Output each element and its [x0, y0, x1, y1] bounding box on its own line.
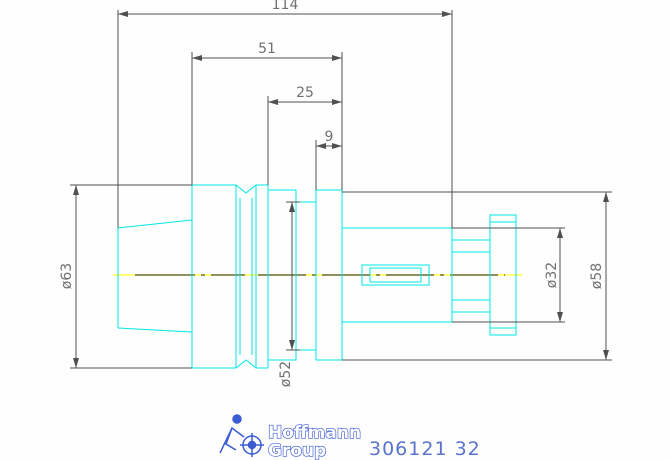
dimension-label-9: 9: [325, 129, 334, 145]
dimension-label-dia-52: ø52: [278, 361, 294, 387]
dimension-label-51: 51: [258, 41, 276, 57]
part-number: 306121 32: [369, 438, 481, 460]
part-outline: [117, 184, 517, 369]
dimension-label-dia-63: ø63: [59, 263, 75, 289]
dimension-lines: [70, 10, 612, 369]
dimension-label-overall: 114: [272, 0, 299, 13]
dimension-label-dia-58: ø58: [589, 263, 605, 289]
logo-text-hoffmann: Hoffmann: [268, 423, 361, 443]
dimension-arrows: [73, 11, 609, 368]
logo-text-group: Group: [268, 441, 326, 460]
dimension-label-dia-32: ø32: [544, 262, 560, 288]
hoffmann-logo: Hoffmann Group: [219, 414, 362, 460]
logo-figure-icon: [219, 414, 264, 457]
dimension-label-25: 25: [296, 85, 314, 101]
